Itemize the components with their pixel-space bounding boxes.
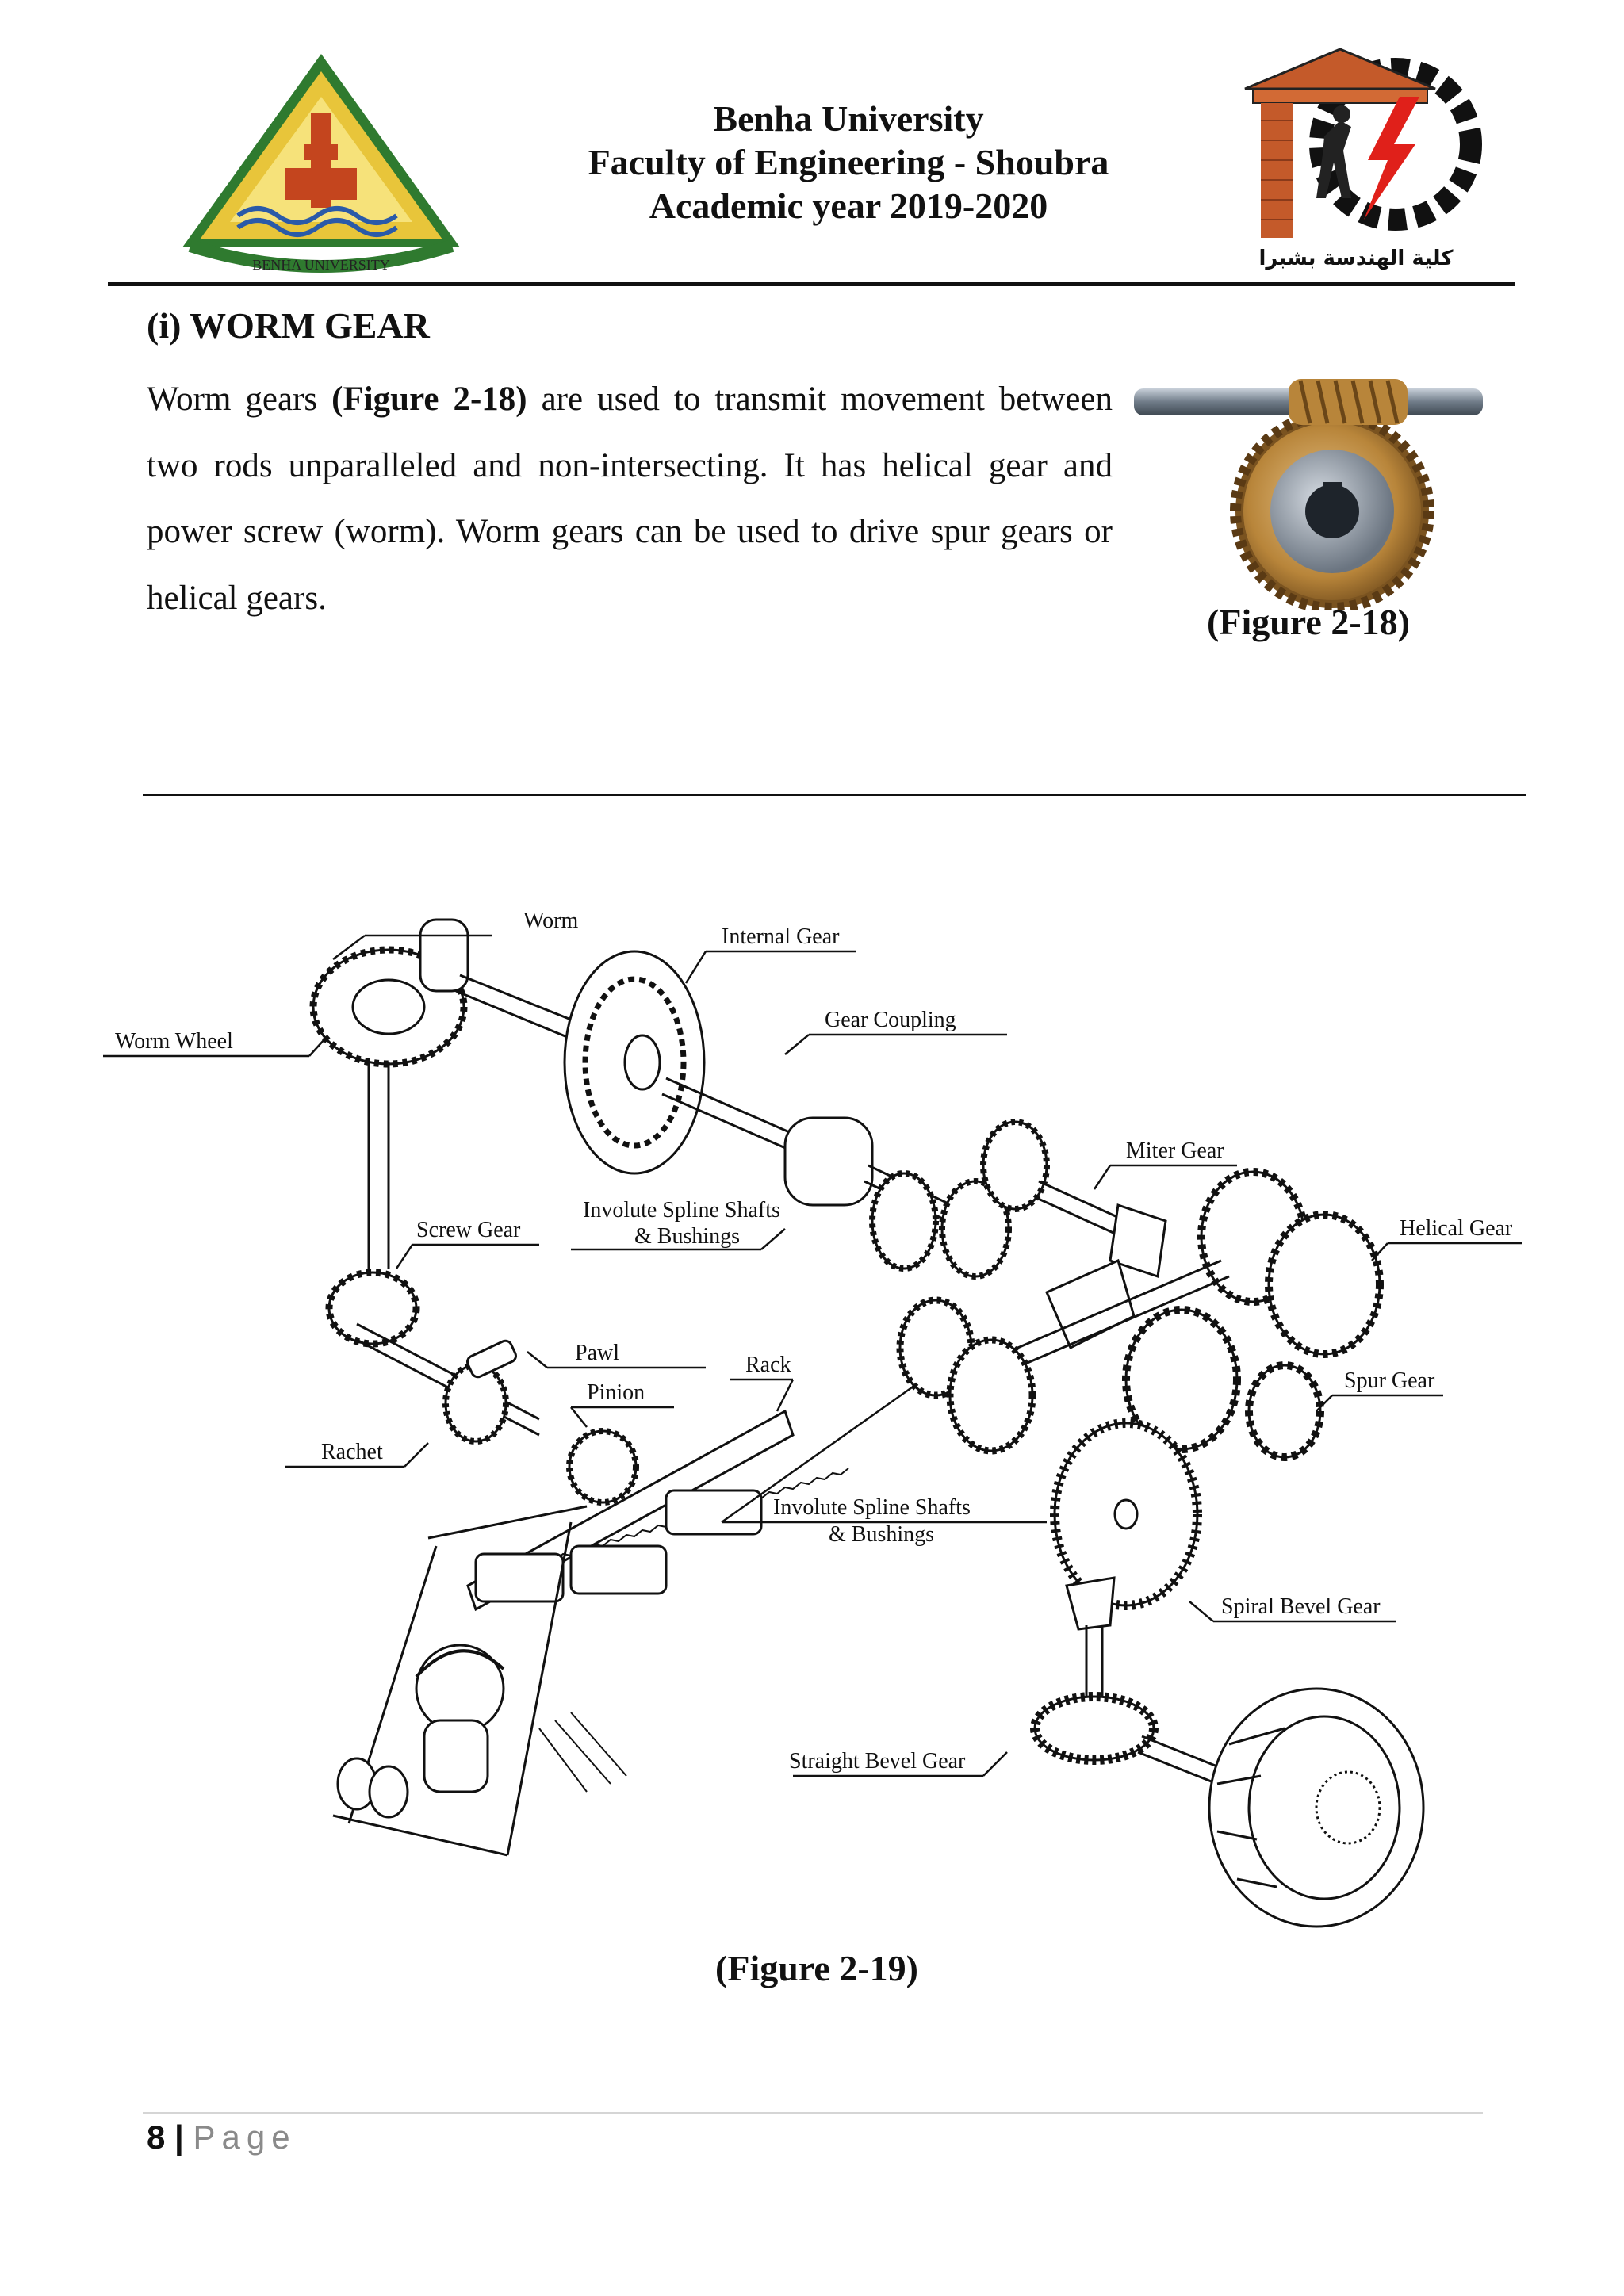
paragraph-text: are used to transmit movement between tw… bbox=[147, 381, 1113, 617]
footer-rule bbox=[143, 2112, 1483, 2114]
label-pawl: Pawl bbox=[575, 1341, 619, 1365]
university-name: Benha University bbox=[713, 98, 984, 139]
figure-2-19-caption: (Figure 2-19) bbox=[715, 1948, 918, 1988]
label-screw-gear: Screw Gear bbox=[416, 1218, 521, 1242]
figure-2-18-caption: (Figure 2-18) bbox=[1207, 602, 1410, 642]
academic-year: Academic year 2019-2020 bbox=[649, 186, 1048, 226]
faculty-of-engineering-logo: كلية الهندسة بشبرا bbox=[1244, 48, 1482, 270]
faculty-name: Faculty of Engineering - Shoubra bbox=[588, 142, 1109, 182]
benha-logo-text: BENHA UNIVERSITY bbox=[252, 257, 390, 273]
label-involute-spline-bottom-1: Involute Spline Shafts bbox=[773, 1495, 971, 1520]
paragraph-text: Worm gears bbox=[147, 381, 332, 418]
label-involute-spline-top-2: & Bushings bbox=[634, 1224, 740, 1249]
label-involute-spline-bottom-2: & Bushings bbox=[829, 1522, 934, 1547]
label-rachet: Rachet bbox=[321, 1440, 383, 1464]
label-pinion: Pinion bbox=[587, 1380, 645, 1405]
footer-separator: | bbox=[174, 2118, 184, 2156]
label-spiral-bevel-gear: Spiral Bevel Gear bbox=[1221, 1594, 1381, 1619]
label-gear-coupling: Gear Coupling bbox=[825, 1008, 956, 1032]
gear-types-illustration: Worm Internal Gear Worm Wheel Gear Coupl… bbox=[103, 909, 1522, 1928]
worm-gear-paragraph: Worm gears (Figure 2-18) are used to tra… bbox=[147, 366, 1113, 631]
label-helical-gear: Helical Gear bbox=[1400, 1216, 1513, 1241]
worm-gear-photo bbox=[1134, 379, 1483, 610]
section-heading: (i) WORM GEAR bbox=[147, 305, 430, 346]
faculty-logo-text: كلية الهندسة بشبرا bbox=[1259, 247, 1454, 270]
label-straight-bevel-gear: Straight Bevel Gear bbox=[789, 1749, 966, 1774]
header-titles: Benha University Faculty of Engineering … bbox=[508, 97, 1189, 228]
label-involute-spline-top-1: Involute Spline Shafts bbox=[583, 1198, 780, 1223]
page-footer: 8 | Page bbox=[147, 2118, 297, 2156]
page-number: 8 bbox=[147, 2118, 166, 2156]
header-rule bbox=[108, 282, 1515, 286]
label-spur-gear: Spur Gear bbox=[1344, 1368, 1435, 1393]
benha-university-logo: BENHA UNIVERSITY bbox=[182, 54, 460, 273]
label-worm-wheel: Worm Wheel bbox=[115, 1029, 233, 1054]
figure-reference: (Figure 2-18) bbox=[331, 381, 527, 418]
page-word: Page bbox=[193, 2118, 297, 2156]
section-divider bbox=[143, 794, 1526, 796]
label-internal-gear: Internal Gear bbox=[722, 924, 840, 949]
label-miter-gear: Miter Gear bbox=[1126, 1138, 1224, 1163]
label-rack: Rack bbox=[745, 1353, 791, 1377]
label-worm: Worm bbox=[523, 909, 579, 933]
